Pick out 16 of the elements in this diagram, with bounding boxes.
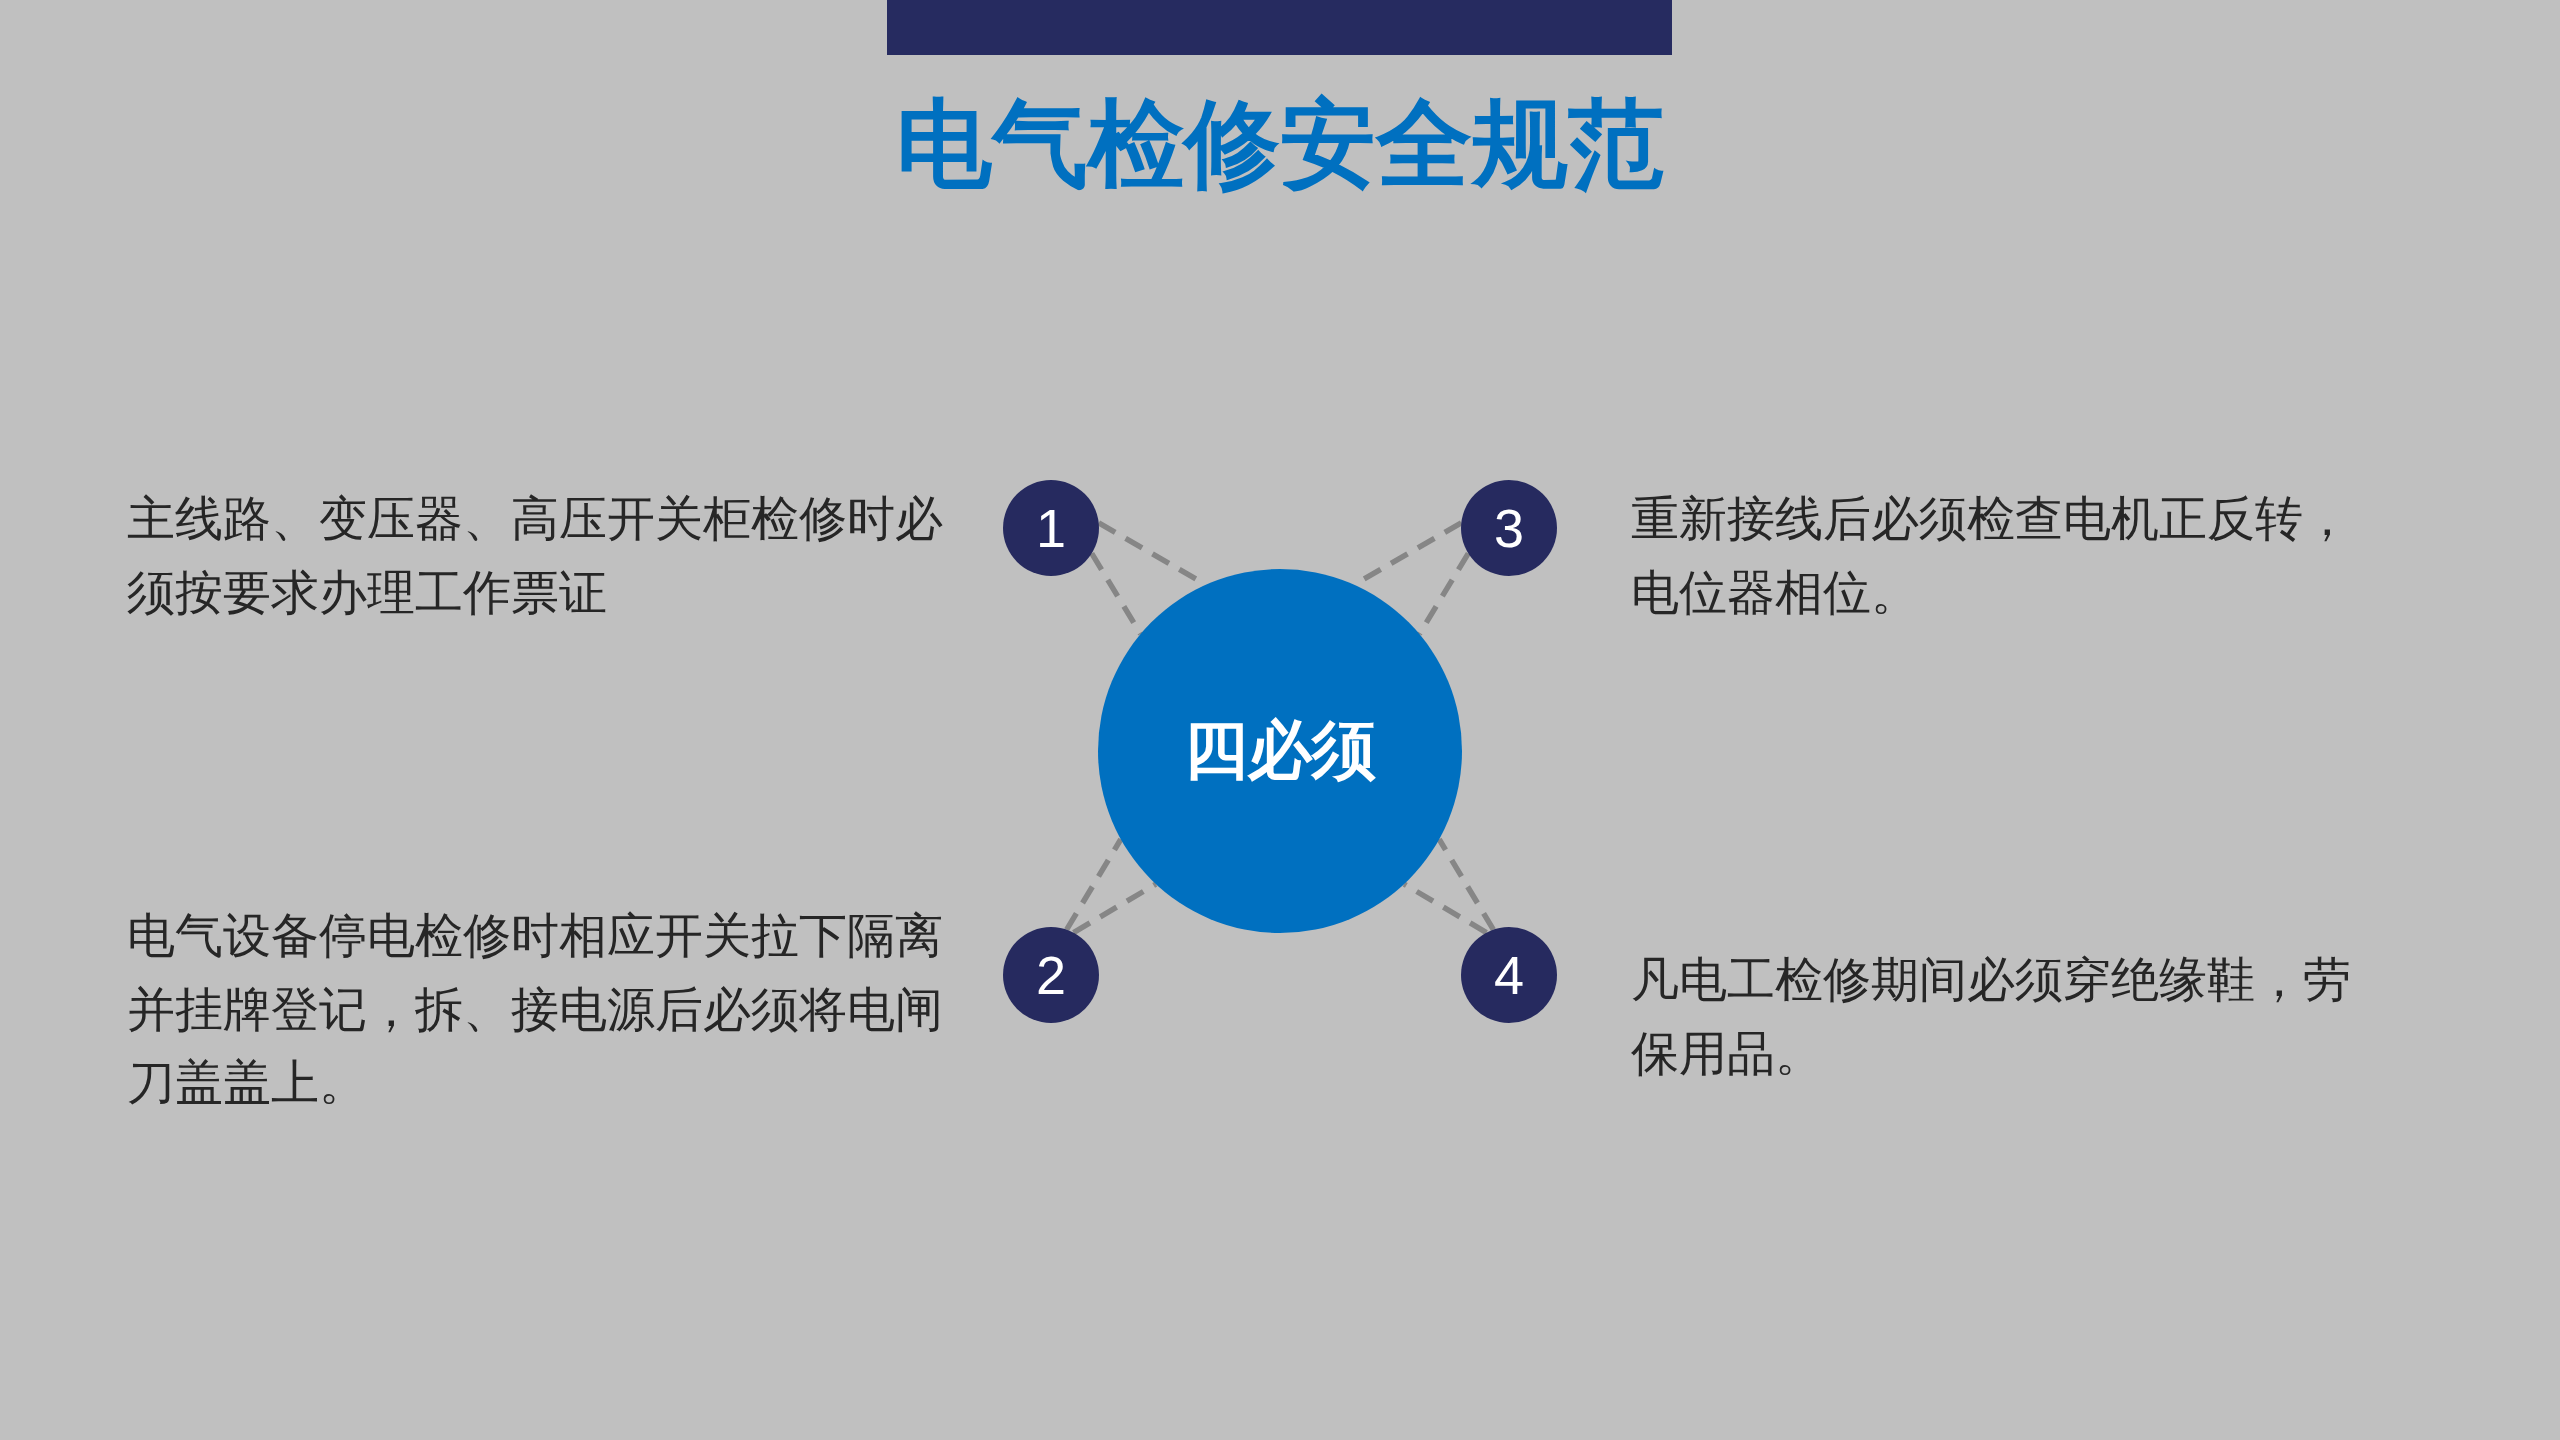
dashed-connector [1064, 837, 1124, 932]
description-text: 电气设备停电检修时相应开关拉下隔离并挂牌登记，拆、接电源后必须将电闸刀盖盖上。 [127, 906, 944, 1112]
step-number: 3 [1493, 496, 1524, 560]
dashed-connector [1089, 552, 1143, 636]
dashed-connector [1072, 881, 1158, 935]
description-text: 重新接线后必须检查电机正反转，电位器相位。 [1631, 489, 2352, 622]
description-text: 主线路、变压器、高压开关柜检修时必须按要求办理工作票证 [127, 489, 944, 622]
step-number: 2 [1035, 943, 1066, 1007]
hub-label: 四必须 [1184, 714, 1376, 788]
step-number: 4 [1493, 943, 1524, 1007]
description-text: 凡电工检修期间必须穿绝缘鞋，劳保用品。 [1631, 950, 2352, 1083]
step-number: 1 [1035, 496, 1066, 560]
title: 电气检修安全规范 [895, 87, 1665, 202]
dashed-connector [1417, 552, 1471, 636]
dashed-connector [1436, 837, 1496, 932]
dashed-connector [1402, 881, 1488, 935]
